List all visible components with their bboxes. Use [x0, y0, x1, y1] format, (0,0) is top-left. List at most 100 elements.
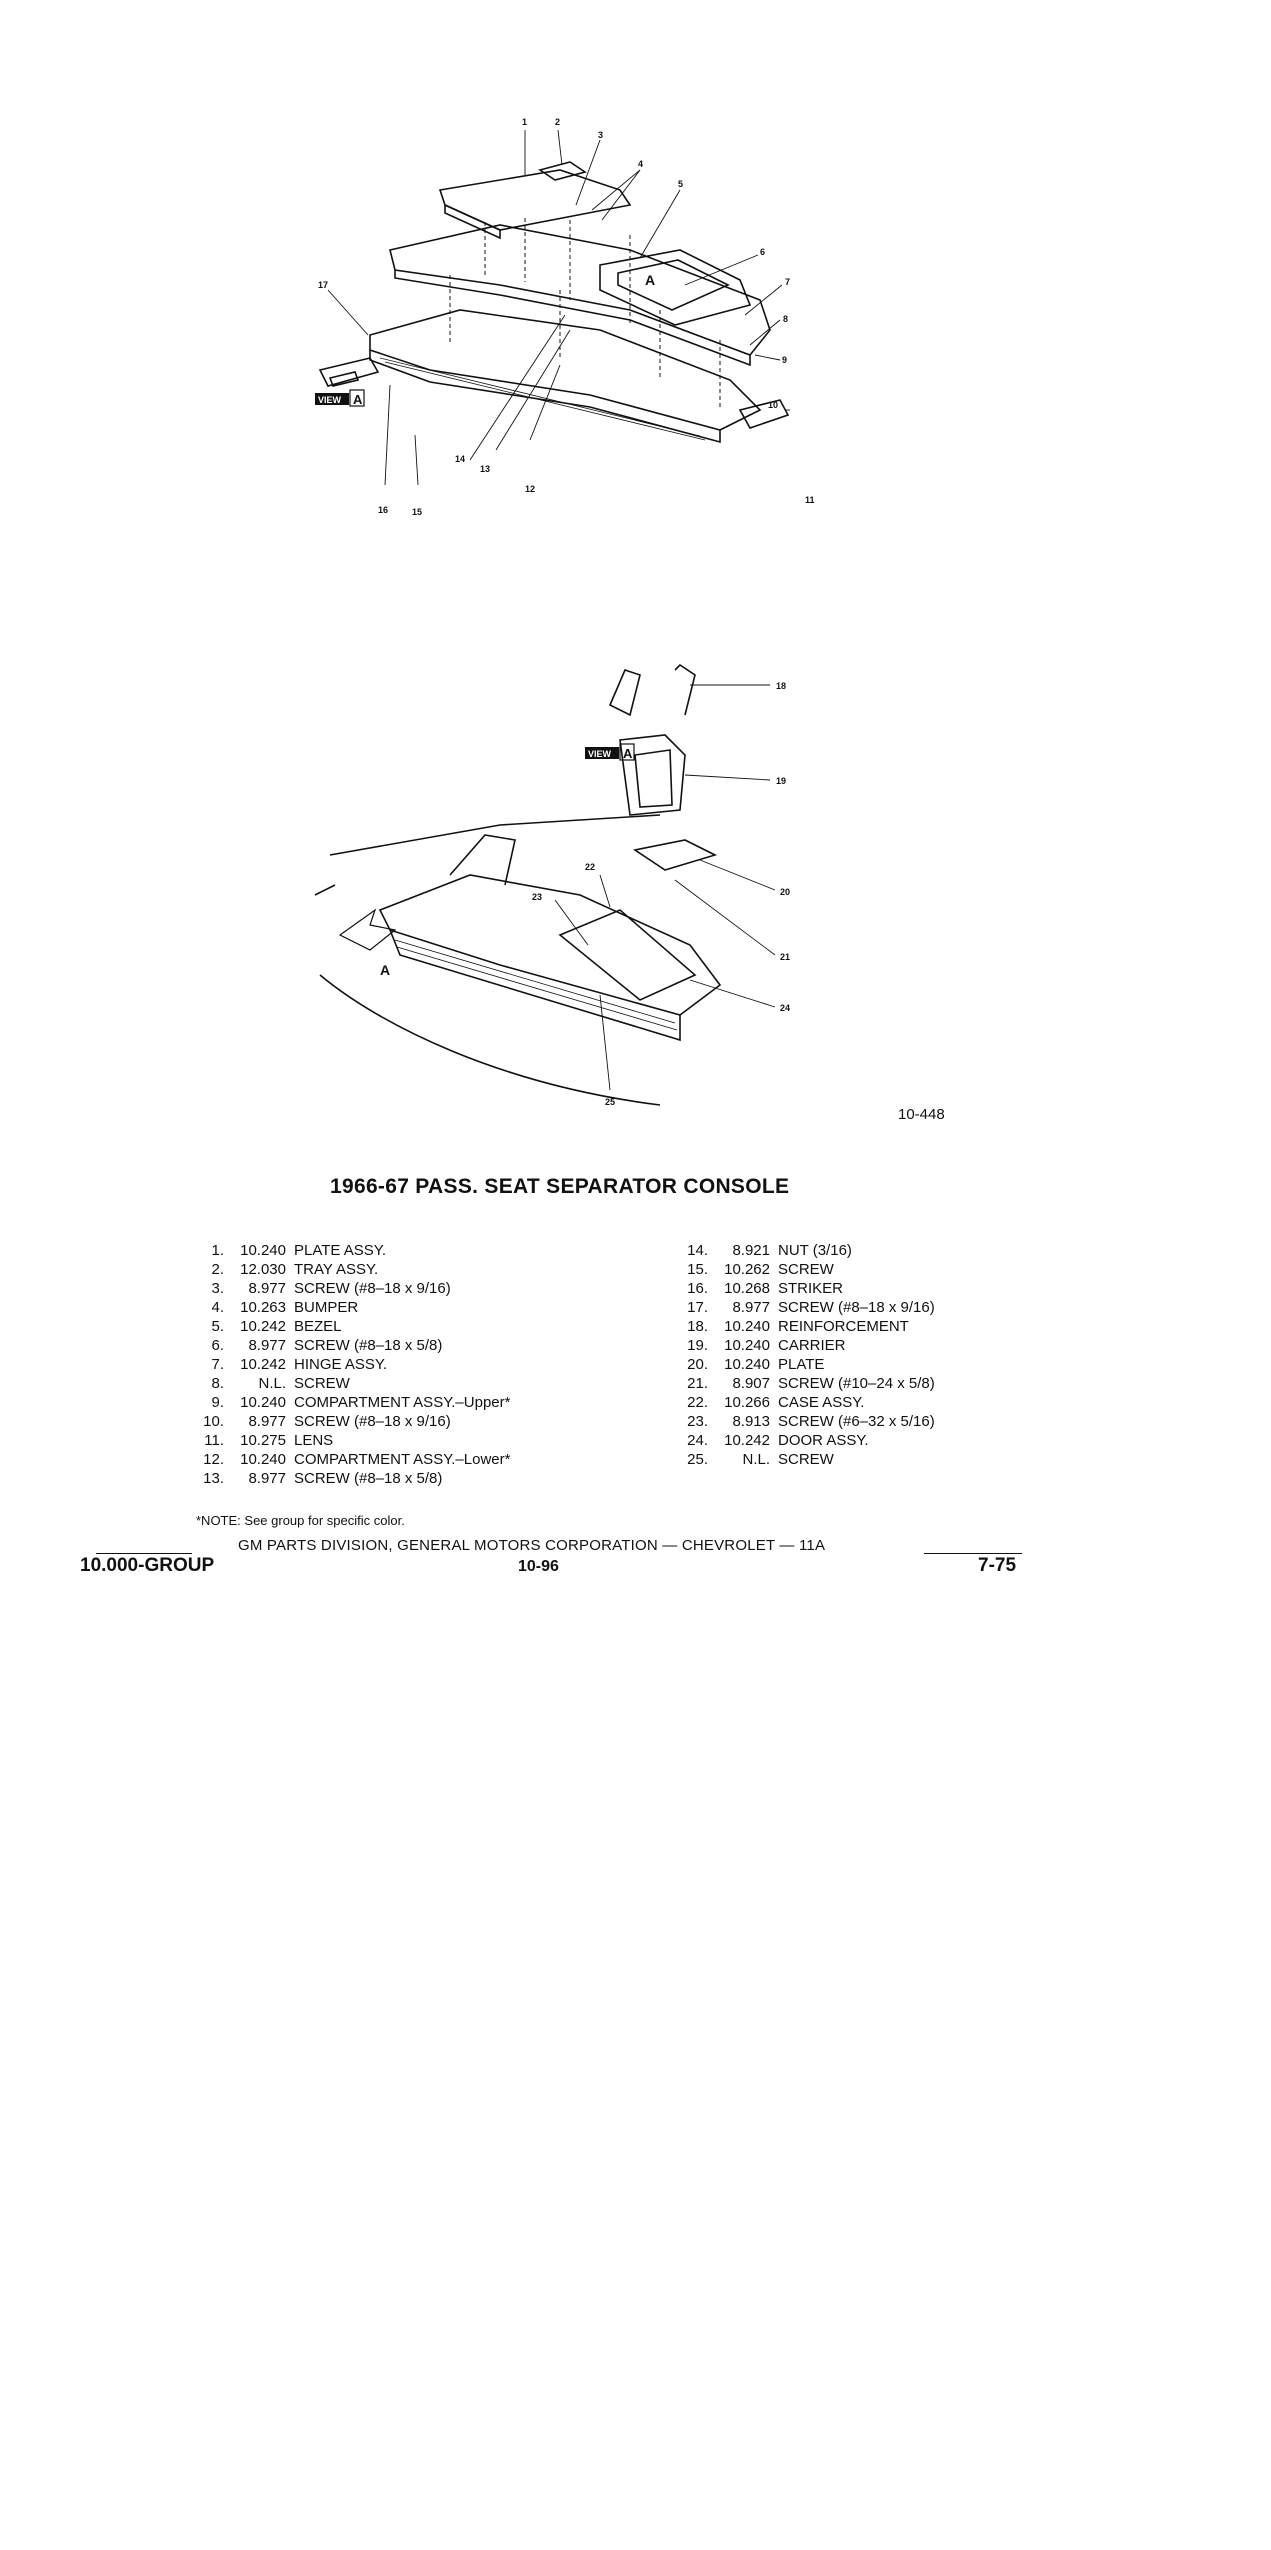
- part-description: SCREW: [778, 1261, 834, 1278]
- callout-16: 16: [378, 505, 388, 515]
- svg-text:A: A: [380, 962, 390, 978]
- part-number: 14.: [687, 1242, 708, 1259]
- part-number: 15.: [687, 1261, 708, 1278]
- parts-row: 10. 8.977 SCREW (#8–18 x 9/16): [196, 1412, 510, 1431]
- part-description: BEZEL: [294, 1318, 342, 1335]
- part-description: BUMPER: [294, 1299, 359, 1316]
- part-description: LENS: [294, 1432, 334, 1449]
- group-number: 10.240: [724, 1337, 770, 1354]
- group-number: 8.913: [732, 1413, 770, 1430]
- plate-inset: [632, 839, 718, 871]
- part-description: HINGE ASSY.: [294, 1356, 388, 1373]
- part-description: PLATE ASSY.: [294, 1242, 386, 1259]
- callout-5: 5: [678, 179, 683, 189]
- group-number: 10.262: [724, 1261, 770, 1278]
- part-number: 24.: [687, 1432, 708, 1449]
- callout-9: 9: [782, 355, 787, 365]
- parts-row: 12. 10.240 COMPARTMENT ASSY.–Lower*: [196, 1450, 510, 1469]
- part-description: COMPARTMENT ASSY.–Upper*: [294, 1394, 511, 1411]
- parts-row: 24. 10.242 DOOR ASSY.: [680, 1431, 935, 1450]
- part-description: SCREW (#8–18 x 9/16): [294, 1413, 451, 1430]
- callout-15: 15: [412, 507, 422, 517]
- group-number: 8.921: [732, 1242, 770, 1259]
- part-number: 10.: [203, 1413, 224, 1430]
- parts-row: 14. 8.921 NUT (3/16): [680, 1241, 935, 1260]
- upper-compartment-part: [389, 224, 771, 356]
- part-description: CASE ASSY.: [778, 1394, 865, 1411]
- view-a-label: VIEW A: [315, 389, 365, 407]
- footer-rule-right: [924, 1553, 1022, 1554]
- part-description: SCREW: [778, 1451, 834, 1468]
- callout-4: 4: [638, 159, 643, 169]
- carrier-inset: [619, 734, 686, 816]
- callout-10: 10: [768, 400, 778, 410]
- callout-6: 6: [760, 247, 765, 257]
- part-description: NUT (3/16): [778, 1242, 852, 1259]
- console-body: [378, 874, 722, 1016]
- callout-20: 20: [780, 887, 790, 897]
- part-number: 2.: [211, 1261, 224, 1278]
- part-number: 5.: [211, 1318, 224, 1335]
- group-number: 8.907: [732, 1375, 770, 1392]
- group-number: 10.240: [240, 1451, 286, 1468]
- view-a-label-2: VIEW A: [585, 743, 635, 761]
- svg-text:A: A: [623, 746, 633, 761]
- figure-code: 10-448: [898, 1106, 945, 1123]
- group-number: 12.030: [240, 1261, 286, 1278]
- callout-24: 24: [780, 1003, 790, 1013]
- part-number: 23.: [687, 1413, 708, 1430]
- part-description: COMPARTMENT ASSY.–Lower*: [294, 1451, 511, 1468]
- group-number: 8.977: [732, 1299, 770, 1316]
- group-number: 8.977: [248, 1413, 286, 1430]
- part-description: SCREW: [294, 1375, 350, 1392]
- group-number: N.L.: [258, 1375, 286, 1392]
- footer-publisher-line: GM PARTS DIVISION, GENERAL MOTORS CORPOR…: [238, 1537, 826, 1554]
- part-number: 20.: [687, 1356, 708, 1373]
- group-number: 8.977: [248, 1337, 286, 1354]
- part-number: 16.: [687, 1280, 708, 1297]
- callout-3: 3: [598, 130, 603, 140]
- part-description: PLATE: [778, 1356, 825, 1373]
- part-description: SCREW (#10–24 x 5/8): [778, 1375, 935, 1392]
- group-number: 8.977: [248, 1280, 286, 1297]
- group-number: 10.242: [724, 1432, 770, 1449]
- callout-25: 25: [605, 1097, 615, 1107]
- page-number: 10-96: [518, 1558, 559, 1575]
- note-text: *NOTE: See group for specific color.: [196, 1513, 405, 1528]
- callout-22: 22: [585, 862, 595, 872]
- group-number: N.L.: [742, 1451, 770, 1468]
- part-number: 19.: [687, 1337, 708, 1354]
- part-number: 18.: [687, 1318, 708, 1335]
- part-number: 25.: [687, 1451, 708, 1468]
- group-number: 10.263: [240, 1299, 286, 1316]
- part-number: 1.: [211, 1242, 224, 1259]
- part-number: 12.: [203, 1451, 224, 1468]
- callout-1: 1: [522, 117, 527, 127]
- svg-text:A: A: [645, 272, 655, 288]
- group-number: 8.977: [248, 1470, 286, 1487]
- part-description: REINFORCEMENT: [778, 1318, 909, 1335]
- reinforcement-inset: [608, 669, 641, 717]
- door-part: [558, 909, 697, 1001]
- parts-row: 15. 10.262 SCREW: [680, 1260, 935, 1279]
- callout-17: 17: [318, 280, 328, 290]
- part-description: DOOR ASSY.: [778, 1432, 869, 1449]
- svg-text:A: A: [353, 392, 363, 407]
- svg-text:VIEW: VIEW: [318, 395, 342, 405]
- group-number: 10.268: [724, 1280, 770, 1297]
- lower-compartment-part: [369, 309, 762, 431]
- group-number: 10.242: [240, 1318, 286, 1335]
- part-number: 17.: [687, 1299, 708, 1316]
- callout-8: 8: [783, 314, 788, 324]
- callout-11: 11: [805, 495, 815, 505]
